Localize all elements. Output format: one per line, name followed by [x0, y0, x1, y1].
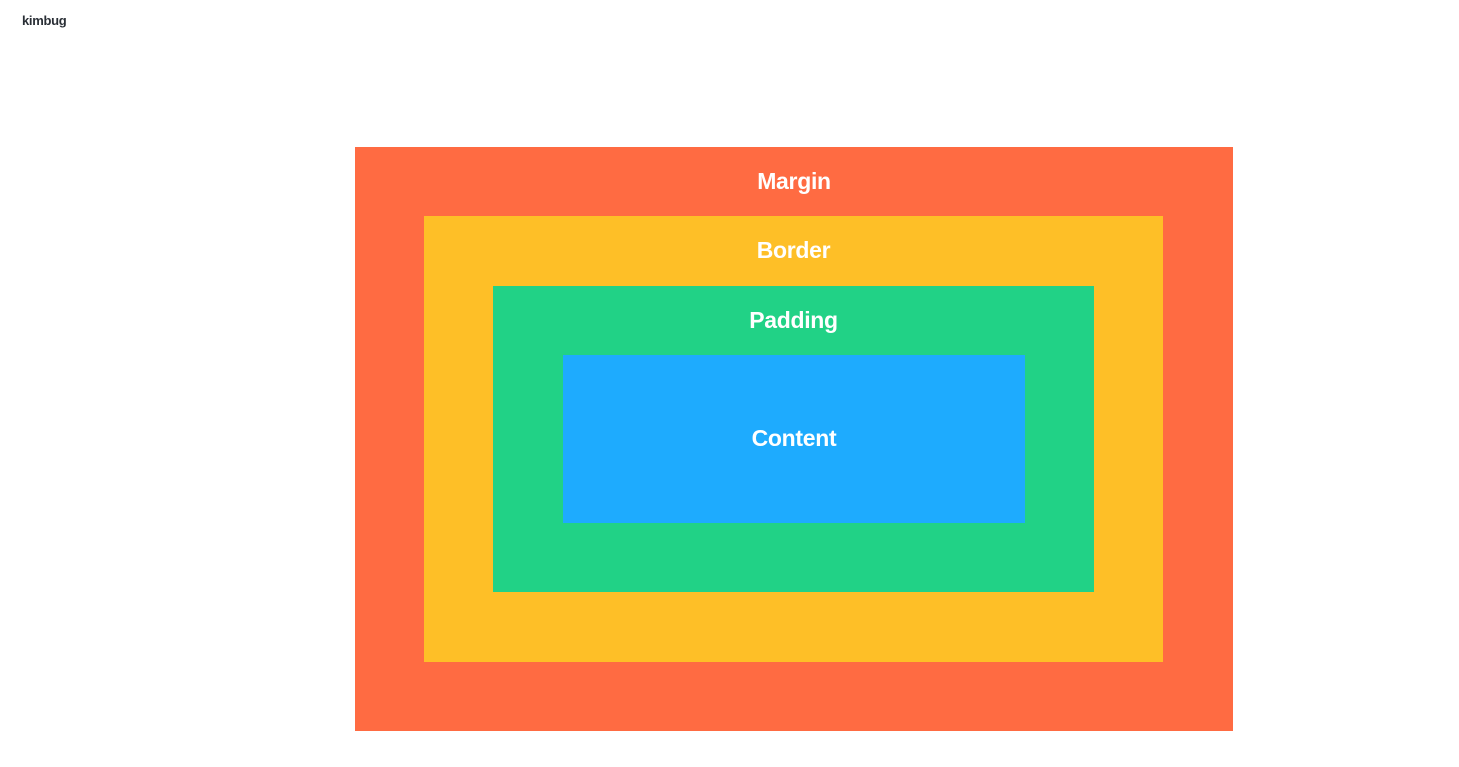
margin-label: Margin	[757, 168, 831, 194]
content-label: Content	[751, 425, 837, 451]
padding-label: Padding	[749, 307, 838, 333]
border-label: Border	[756, 237, 831, 263]
content-box: Content	[563, 355, 1025, 523]
kimbug-logo: kimbug	[22, 13, 67, 28]
